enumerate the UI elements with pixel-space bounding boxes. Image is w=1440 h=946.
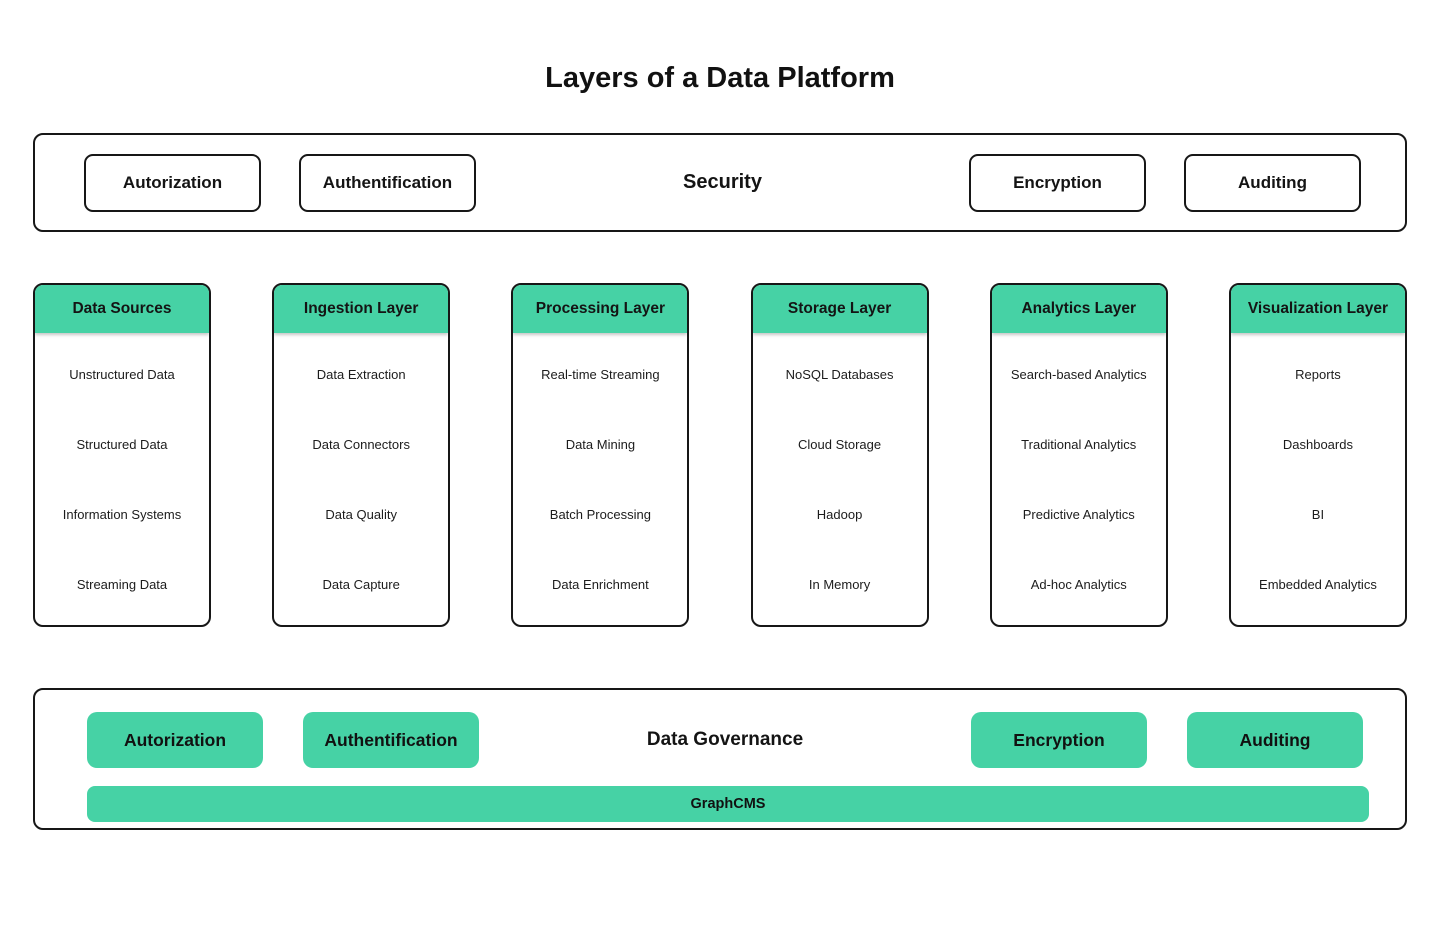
layer-header: Analytics Layer	[991, 285, 1166, 333]
security-box-encryption: Encryption	[969, 153, 1146, 212]
layer-item: Unstructured Data	[69, 366, 175, 382]
governance-box-authentification: Authentification	[303, 712, 479, 768]
layer-item: NoSQL Databases	[785, 366, 894, 382]
governance-bar-label: Data Governance	[646, 729, 804, 750]
layer-body: Real-time Streaming Data Mining Batch Pr…	[513, 333, 687, 625]
layer-body: Unstructured Data Structured Data Inform…	[35, 333, 209, 625]
graphcms-platform-bar: GraphCMS	[87, 786, 1369, 822]
layer-body: Reports Dashboards BI Embedded Analytics	[1231, 333, 1405, 625]
layer-item: Data Mining	[565, 436, 636, 452]
layer-header: Data Sources	[35, 285, 209, 333]
layer-item: Batch Processing	[549, 506, 651, 522]
layer-body: NoSQL Databases Cloud Storage Hadoop In …	[753, 333, 927, 625]
governance-bar: Autorization Authentification Data Gover…	[33, 688, 1407, 830]
layer-item: Dashboards	[1282, 436, 1353, 452]
governance-box-autorization: Autorization	[87, 712, 263, 768]
security-box-autorization: Autorization	[84, 153, 261, 212]
layer-item: Data Quality	[325, 506, 397, 522]
layer-item: Streaming Data	[76, 576, 168, 592]
layer-item: Structured Data	[76, 436, 168, 452]
layer-item: Hadoop	[816, 506, 863, 522]
layer-body: Data Extraction Data Connectors Data Qua…	[274, 333, 448, 625]
layer-column-visualization: Visualization Layer Reports Dashboards B…	[1228, 283, 1407, 627]
governance-box-auditing: Auditing	[1187, 712, 1363, 768]
layer-header: Processing Layer	[513, 285, 688, 333]
security-bar: Autorization Authentification Security E…	[33, 133, 1407, 232]
layer-item: Search-based Analytics	[1010, 366, 1147, 382]
layer-item: BI	[1311, 506, 1325, 522]
layer-item: Traditional Analytics	[1021, 436, 1137, 452]
layer-item: Ad-hoc Analytics	[1030, 576, 1127, 592]
layer-columns-row: Data Sources Unstructured Data Structure…	[33, 283, 1407, 627]
governance-box-encryption: Encryption	[971, 712, 1147, 768]
layer-item: Data Capture	[322, 576, 400, 592]
layer-item: Data Enrichment	[551, 576, 649, 592]
layer-item: Embedded Analytics	[1259, 576, 1377, 592]
layer-item: Data Connectors	[312, 436, 410, 452]
layer-item: Reports	[1295, 366, 1341, 382]
security-bar-label: Security	[683, 171, 762, 193]
layer-column-data-sources: Data Sources Unstructured Data Structure…	[33, 283, 211, 627]
layer-item: Data Extraction	[316, 366, 406, 382]
layer-header: Ingestion Layer	[274, 285, 449, 333]
layer-header: Visualization Layer	[1230, 285, 1405, 333]
layer-item: Cloud Storage	[798, 436, 882, 452]
layer-column-processing: Processing Layer Real-time Streaming Dat…	[511, 283, 690, 627]
layer-item: In Memory	[808, 576, 871, 592]
layer-item: Information Systems	[62, 506, 182, 522]
layer-item: Real-time Streaming	[541, 366, 660, 382]
layer-item: Predictive Analytics	[1022, 506, 1135, 522]
layer-body: Search-based Analytics Traditional Analy…	[992, 333, 1166, 625]
layer-column-ingestion: Ingestion Layer Data Extraction Data Con…	[272, 283, 451, 627]
security-box-auditing: Auditing	[1184, 153, 1361, 212]
layer-column-storage: Storage Layer NoSQL Databases Cloud Stor…	[750, 283, 929, 627]
page-title: Layers of a Data Platform	[545, 62, 895, 94]
security-box-authentification: Authentification	[299, 153, 476, 212]
governance-row: Autorization Authentification Data Gover…	[87, 712, 1363, 768]
layer-header: Storage Layer	[752, 285, 927, 333]
layer-column-analytics: Analytics Layer Search-based Analytics T…	[989, 283, 1168, 627]
